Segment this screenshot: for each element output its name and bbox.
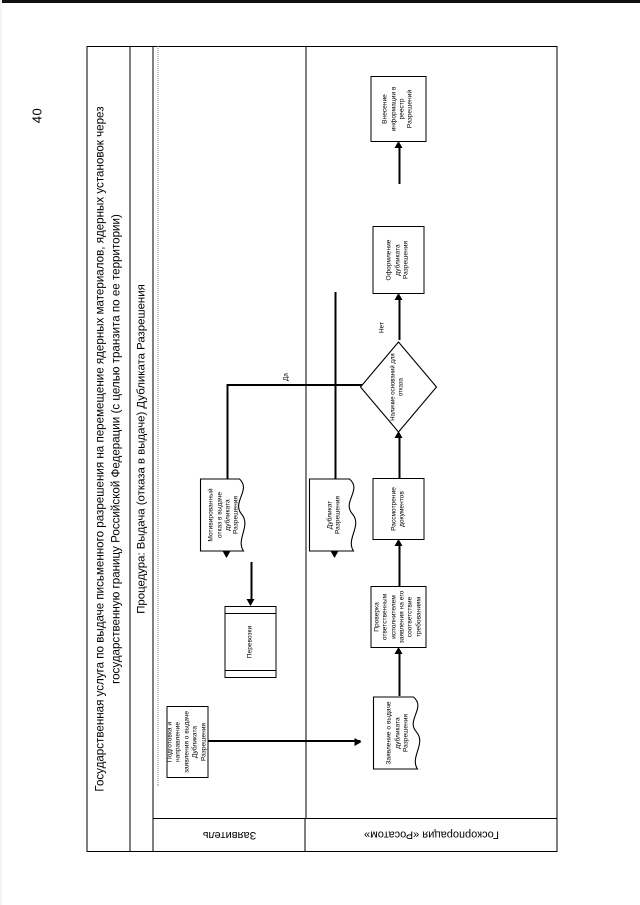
node-motivated-refusal[interactable]: Мотивированный отказ в выдаче дубликата … <box>199 478 249 552</box>
node-register-entry[interactable]: Внесение информации в реестр Разрешений <box>370 76 426 142</box>
connector-application-to-check <box>398 650 400 696</box>
node-review-documents[interactable]: Рассмотрение документов <box>372 478 424 540</box>
swimlane-divider <box>305 46 306 818</box>
page-number: 40 <box>29 107 45 124</box>
document-shape-icon <box>372 696 420 770</box>
swimlane-label-column: Заявитель Госкорпорация «Росатом» <box>153 818 557 852</box>
node-issue-duplicate-label: Оформление дубликата Разрешения <box>385 239 410 281</box>
connector-decision-yes-vertical <box>226 384 368 386</box>
scan-edge-top <box>0 0 640 3</box>
arrowhead-duplicate-to-transport <box>246 599 255 606</box>
connector-duplicate-to-transport <box>250 562 252 600</box>
arrowhead-decision-yes <box>222 551 231 558</box>
node-transportation-label: Перевозки <box>245 625 253 659</box>
connector-prepare-to-application <box>190 740 360 742</box>
node-duplicate-permit[interactable]: Дубликат Разрешения <box>308 478 360 552</box>
connector-review-to-decision <box>398 434 400 478</box>
arrowhead-issue-to-register <box>394 141 403 148</box>
document-shape-icon <box>308 478 356 552</box>
node-motivated-refusal-label: Мотивированный отказ в выдаче дубликата … <box>207 488 240 542</box>
node-check-by-executor-label: Проверка ответственным исполнителем заяв… <box>372 590 422 644</box>
node-issue-duplicate[interactable]: Оформление дубликата Разрешения <box>372 226 424 294</box>
node-duplicate-permit-label: Дубликат Разрешения <box>325 496 341 534</box>
node-prepare-application-label: Подготовка и направление заявления о выд… <box>165 710 207 774</box>
arrowhead-check-to-review <box>394 539 403 546</box>
arrowhead-issue-to-duplicate <box>330 551 339 558</box>
connector-check-to-review <box>398 542 400 586</box>
document-shape-icon <box>199 478 245 552</box>
swimlane-applicant: Заявитель <box>153 818 305 852</box>
edge-label-no: Нет <box>378 321 385 334</box>
arrowhead-prepare-to-application <box>354 737 361 746</box>
diagram-title-band: Государственная услуга по выдаче письмен… <box>86 46 130 852</box>
node-application-document[interactable]: Заявление о выдаче дубликата Разрешения <box>372 696 424 770</box>
flowchart-stage: Государственная услуга по выдаче письмен… <box>86 44 559 852</box>
procedure-title: Процедура: Выдача (отказа в выдаче) Дубл… <box>135 284 147 614</box>
swimlane-applicant-label: Заявитель <box>201 829 256 841</box>
scan-edge-left <box>0 0 2 905</box>
swimlane-rosatom: Госкорпорация «Росатом» <box>305 818 557 852</box>
page-title: Государственная услуга по выдаче письмен… <box>93 106 122 792</box>
node-prepare-application[interactable]: Подготовка и направление заявления о выд… <box>166 706 208 778</box>
node-register-entry-label: Внесение информации в реестр Разрешений <box>381 86 414 132</box>
scan-artifact-line <box>157 46 158 786</box>
node-refusal-grounds-label: Наличие оснований для отказа <box>390 353 404 421</box>
node-application-document-label: Заявление о выдаче дубликата Разрешения <box>385 701 410 765</box>
swimlane-rosatom-label: Госкорпорация «Росатом» <box>363 829 499 841</box>
node-refusal-grounds[interactable]: Наличие оснований для отказа <box>358 340 438 434</box>
node-check-by-executor[interactable]: Проверка ответственным исполнителем заяв… <box>370 586 426 648</box>
decision-diamond-icon <box>359 341 437 433</box>
connector-decision-no <box>398 296 400 340</box>
edge-label-yes: Да <box>282 372 289 382</box>
node-review-documents-label: Рассмотрение документов <box>389 487 405 531</box>
connector-issue-to-register <box>398 144 400 184</box>
arrowhead-decision-no <box>394 293 403 300</box>
diagram-area: Государственная услуга по выдаче письмен… <box>86 44 559 852</box>
procedure-band: Процедура: Выдача (отказа в выдаче) Дубл… <box>130 46 153 852</box>
arrowhead-application-to-check <box>394 647 403 654</box>
node-transportation[interactable]: Перевозки <box>224 606 276 678</box>
